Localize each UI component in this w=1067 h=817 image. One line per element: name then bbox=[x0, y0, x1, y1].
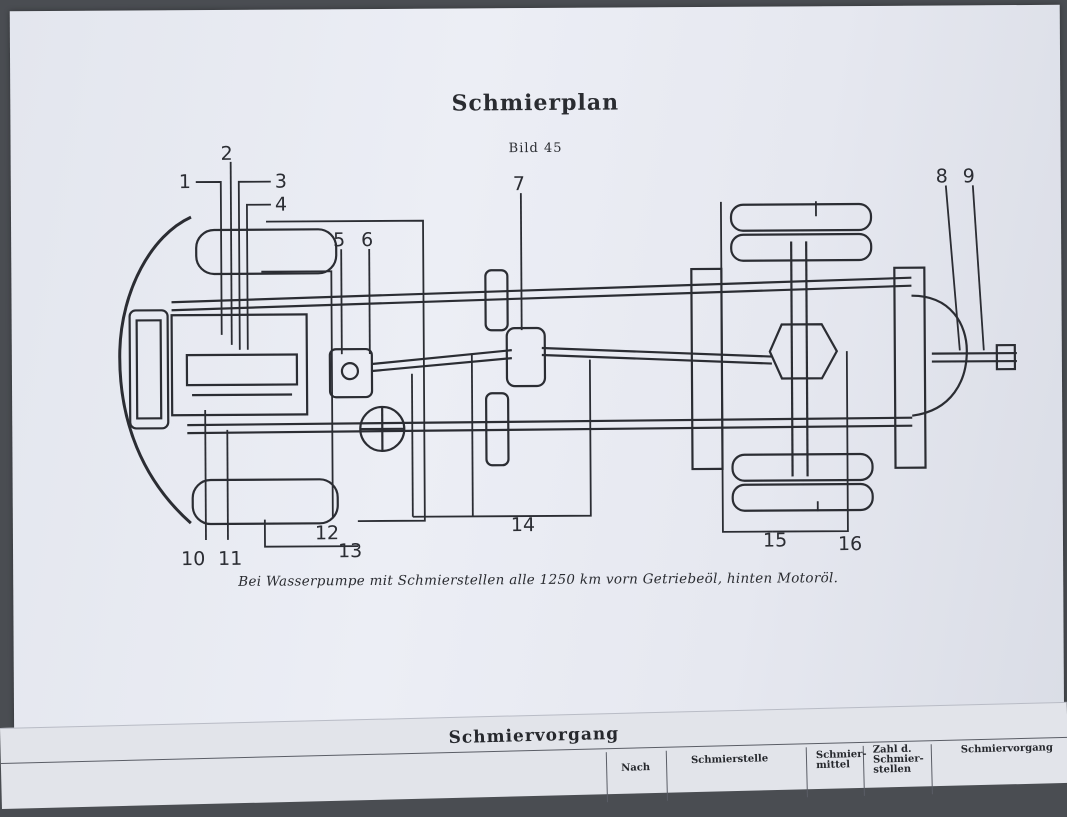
table-divider bbox=[806, 747, 808, 797]
col-header-zahl: Zahl d. Schmier-stellen bbox=[873, 744, 928, 775]
chassis-lubrication-diagram: 1 2 3 4 5 6 7 8 9 10 11 12 13 14 15 16 bbox=[10, 5, 1065, 757]
callout-7: 7 bbox=[513, 173, 525, 195]
callout-3: 3 bbox=[275, 171, 287, 193]
callout-9: 9 bbox=[963, 165, 975, 187]
col-header-schmiervorgang: Schmiervorgang bbox=[961, 743, 1053, 755]
callout-5: 5 bbox=[333, 229, 345, 251]
col-header-schmiermittel: Schmier-mittel bbox=[816, 750, 860, 771]
callout-15: 15 bbox=[763, 529, 787, 551]
callout-8: 8 bbox=[936, 165, 948, 187]
callout-2: 2 bbox=[221, 143, 233, 165]
col-header-schmierstelle: Schmierstelle bbox=[691, 754, 768, 766]
table-divider bbox=[606, 752, 608, 802]
callout-10: 10 bbox=[181, 548, 205, 570]
callout-13: 13 bbox=[338, 540, 362, 562]
table-divider bbox=[931, 744, 933, 794]
callout-12: 12 bbox=[315, 522, 339, 544]
callout-16: 16 bbox=[838, 533, 862, 555]
callout-11: 11 bbox=[218, 548, 242, 570]
callout-4: 4 bbox=[275, 194, 287, 216]
manual-page: Schmierplan Bild 45 bbox=[10, 5, 1065, 757]
col-header-nach: Nach bbox=[621, 763, 650, 774]
callout-14: 14 bbox=[511, 514, 535, 536]
callout-6: 6 bbox=[361, 229, 373, 251]
table-divider bbox=[666, 751, 668, 801]
callout-1: 1 bbox=[179, 171, 191, 193]
